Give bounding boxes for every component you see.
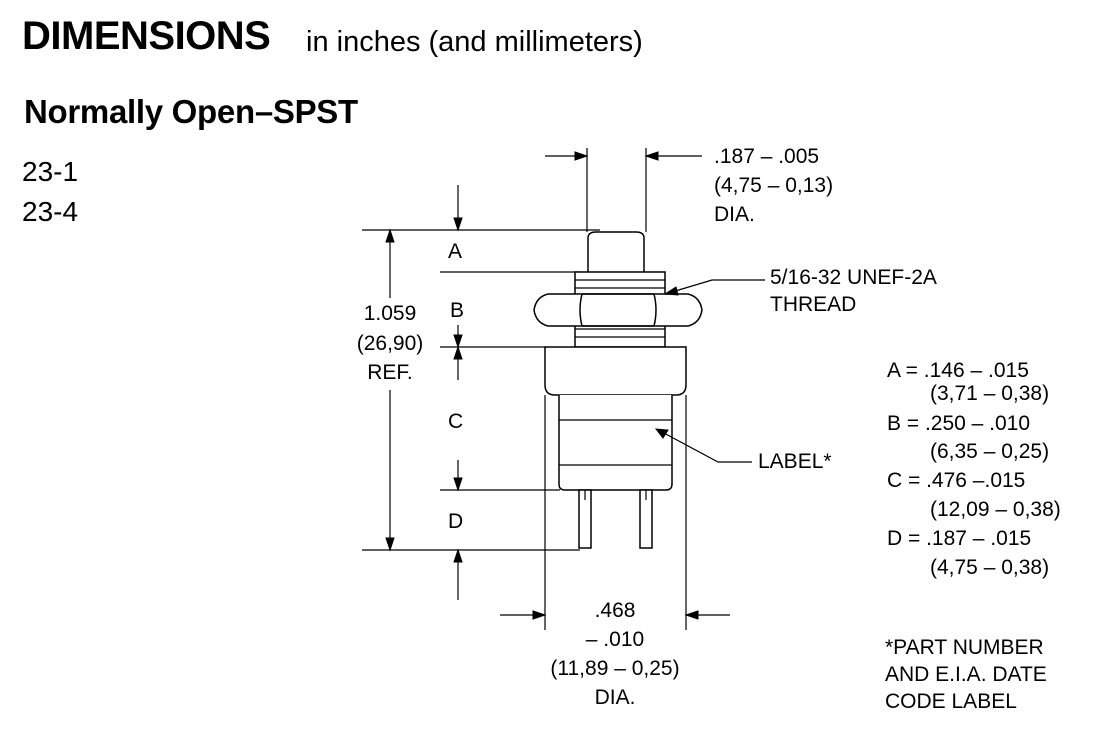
legend-c-mm: (12,09 – 0,38) bbox=[930, 498, 1061, 521]
thread-spec-line-1: 5/16-32 UNEF-2A bbox=[770, 266, 937, 289]
legend-a-value: A = .146 – .015 bbox=[887, 359, 1029, 382]
cap-dia-arrowhead-left bbox=[574, 151, 589, 161]
overall-arrowhead-bottom bbox=[385, 537, 395, 552]
thread-spec-line-2: THREAD bbox=[770, 293, 857, 316]
legend-d-value: D = .187 – .015 bbox=[887, 527, 1032, 550]
body-dia-line-1: .468 bbox=[594, 599, 636, 622]
label-leader-arrowhead bbox=[654, 428, 669, 439]
page-subtitle: in inches (and millimeters) bbox=[306, 26, 643, 58]
dim-letter-b: B bbox=[450, 299, 465, 322]
d-arrowhead-bottom bbox=[453, 548, 463, 563]
cap-dia-line-1: .187 – .005 bbox=[714, 145, 820, 168]
hex-nut-facet-left bbox=[579, 293, 583, 327]
hex-nut-facet-right bbox=[653, 293, 657, 327]
cap-dia-arrowhead-right bbox=[644, 151, 659, 161]
legend-b-mm: (6,35 – 0,25) bbox=[930, 440, 1050, 463]
footnote-line-2: AND E.I.A. DATE bbox=[885, 663, 1047, 686]
body-dia-arrowhead-right bbox=[684, 610, 699, 620]
body-dia-line-3: (11,89 – 0,25) bbox=[550, 657, 680, 680]
cap-dia-line-3: DIA. bbox=[714, 203, 755, 226]
label-callout: LABEL* bbox=[758, 450, 832, 473]
overall-arrowhead-top bbox=[385, 228, 395, 243]
page-title: DIMENSIONS bbox=[22, 14, 271, 58]
plunger-cap bbox=[587, 231, 645, 272]
a-arrowhead-top bbox=[453, 217, 463, 232]
part-number-1: 23-1 bbox=[22, 156, 79, 187]
label-leader bbox=[661, 431, 752, 463]
thread-leader-arrowhead bbox=[663, 286, 679, 296]
c-arrowhead-bottom bbox=[453, 477, 463, 492]
body-dia-line-4: DIA. bbox=[594, 686, 636, 709]
dim-letter-d: D bbox=[448, 510, 464, 533]
overall-height-line-3: REF. bbox=[367, 361, 413, 384]
dim-letter-a: A bbox=[448, 240, 463, 263]
body-dia-arrowhead-left bbox=[532, 610, 547, 620]
dim-letter-c: C bbox=[448, 410, 464, 433]
legend-d-mm: (4,75 – 0,38) bbox=[930, 556, 1050, 579]
legend-b-value: B = .250 – .010 bbox=[887, 412, 1031, 435]
body-dia-line-2: – .010 bbox=[585, 628, 645, 651]
section-title: Normally Open–SPST bbox=[24, 93, 358, 130]
cap-dia-line-2: (4,75 – 0,13) bbox=[714, 174, 834, 197]
overall-height-line-2: (26,90) bbox=[356, 332, 424, 355]
thread-leader bbox=[671, 279, 765, 293]
part-number-2: 23-4 bbox=[22, 196, 79, 227]
hex-nut bbox=[533, 293, 703, 327]
footnote-line-3: CODE LABEL bbox=[885, 690, 1017, 713]
body-flange bbox=[544, 346, 687, 396]
lower-body bbox=[558, 395, 673, 491]
legend-c-value: C = .476 –.015 bbox=[887, 469, 1026, 492]
legend-a-mm: (3,71 – 0,38) bbox=[930, 382, 1050, 405]
footnote-line-1: *PART NUMBER bbox=[885, 636, 1044, 659]
overall-height-line-1: 1.059 bbox=[363, 302, 417, 325]
